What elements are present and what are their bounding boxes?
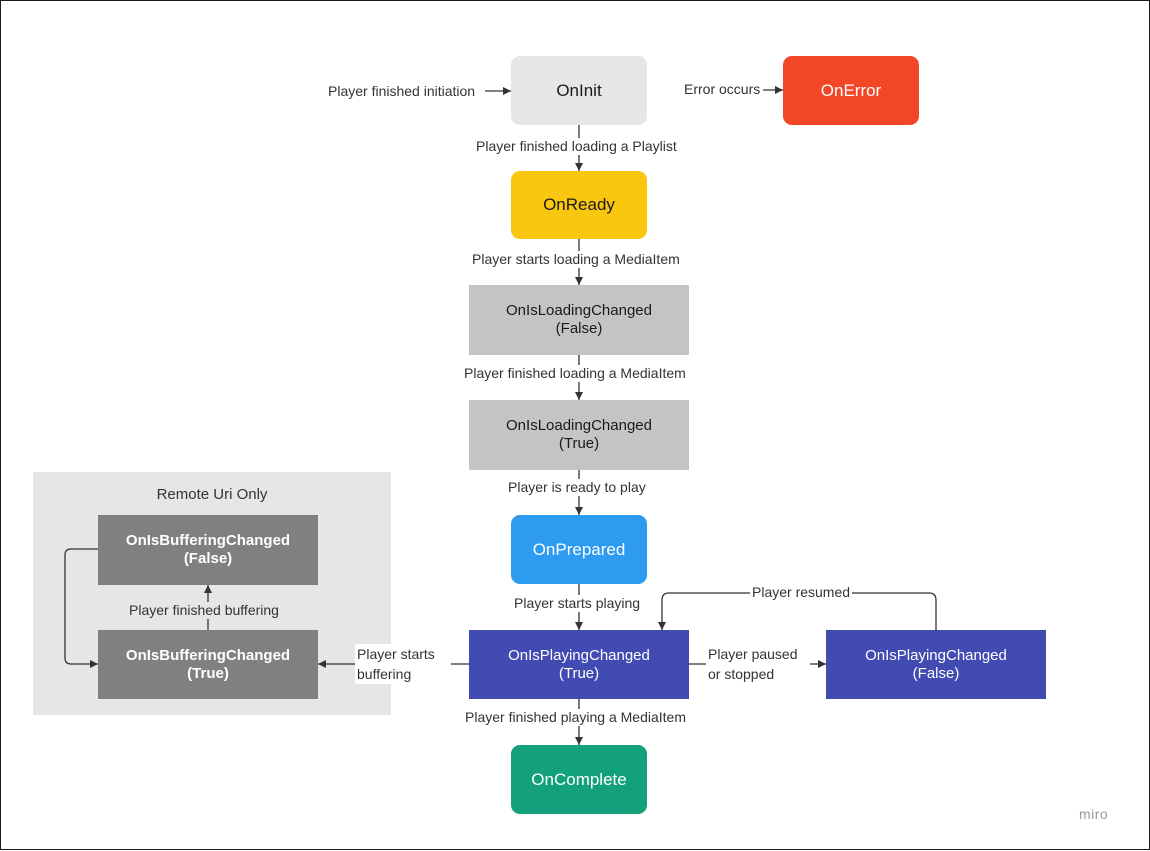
edge-label-error-occurs: Error occurs	[682, 81, 763, 98]
edge-label-start-loading: Player starts loading a MediaItem	[470, 251, 682, 268]
remote-uri-group-title: Remote Uri Only	[156, 486, 268, 503]
node-label: OnInit	[556, 80, 602, 100]
node-label: OnIsLoadingChanged	[506, 302, 652, 319]
edge-label-finish-playing: Player finished playing a MediaItem	[463, 709, 689, 726]
node-label: OnReady	[543, 195, 615, 214]
node-on-complete: OnComplete	[511, 745, 647, 814]
node-label: OnIsBufferingChanged	[125, 646, 291, 664]
node-on-is-loading-changed-false: OnIsLoadingChanged (False)	[469, 285, 689, 355]
node-label: OnIsPlayingChanged	[508, 646, 650, 664]
edge-label-finish-buffering: Player finished buffering	[127, 602, 281, 619]
node-sublabel: (False)	[912, 664, 960, 682]
node-sublabel: (True)	[558, 435, 600, 452]
node-label: OnPrepared	[532, 539, 626, 559]
node-on-is-buffering-changed-true: OnIsBufferingChanged (True)	[98, 630, 318, 699]
miro-watermark: miro	[1079, 806, 1109, 822]
node-on-is-loading-changed-true: OnIsLoadingChanged (True)	[469, 400, 689, 470]
node-label: OnComplete	[531, 769, 627, 789]
node-sublabel: (True)	[558, 664, 600, 682]
node-on-init: OnInit	[511, 56, 647, 125]
edge-label-loading-playlist: Player finished loading a Playlist	[474, 138, 679, 155]
node-label: OnIsBufferingChanged	[125, 532, 291, 549]
edge-buffer-loop	[64, 548, 98, 668]
node-sublabel: (True)	[187, 664, 229, 682]
node-sublabel: (False)	[183, 550, 233, 567]
edge-label-ready-to-play: Player is ready to play	[506, 479, 648, 496]
node-on-prepared: OnPrepared	[511, 515, 647, 584]
node-on-is-playing-changed-false: OnIsPlayingChanged (False)	[826, 630, 1046, 699]
node-on-ready: OnReady	[511, 171, 647, 239]
node-on-is-buffering-changed-false: OnIsBufferingChanged (False)	[98, 515, 318, 585]
node-on-error: OnError	[783, 56, 919, 125]
node-label: OnIsLoadingChanged	[506, 417, 652, 434]
edge-label-finish-loading: Player finished loading a MediaItem	[462, 365, 688, 382]
edge-label-resumed: Player resumed	[750, 584, 853, 601]
edge-label-buffering: Player starts buffering	[355, 644, 451, 684]
node-sublabel: (False)	[555, 320, 603, 337]
edge-label-initiation: Player finished initiation	[326, 83, 478, 100]
node-on-is-playing-changed-true: OnIsPlayingChanged (True)	[469, 630, 689, 699]
node-label: OnIsPlayingChanged	[865, 646, 1007, 664]
node-label: OnError	[820, 80, 882, 100]
edge-label-paused: Player paused or stopped	[706, 644, 810, 684]
edge-label-start-playing: Player starts playing	[512, 595, 643, 612]
